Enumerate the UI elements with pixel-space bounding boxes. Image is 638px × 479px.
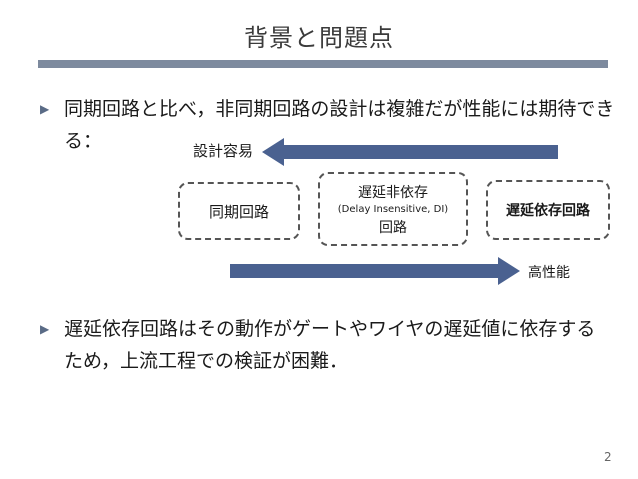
sync-circuit-label: 同期回路 [208,202,269,221]
di-circuit-label-2: (Delay Insensitive, DI) [337,203,449,215]
triangle-bullet-icon: ▶ [40,322,50,336]
di-circuit-label-3: 回路 [379,219,407,236]
bullet-item-1: ▶ 同期回路と比べ，非同期回路の設計は複雑だが性能には期待できる： [40,93,620,157]
di-circuit-box: 遅延非依存 (Delay Insensitive, DI) 回路 [318,172,468,246]
page-number: 2 [604,450,612,464]
bullet-text-2: 遅延依存回路はその動作がゲートやワイヤの遅延値に依存するため，上流工程での検証が… [64,318,596,372]
design-ease-label: 設計容易 [193,142,254,160]
high-performance-label: 高性能 [528,265,570,281]
arrow-right-icon [230,257,520,285]
bullet-text-1: 同期回路と比べ，非同期回路の設計は複雑だが性能には期待できる： [64,98,615,152]
bullet-item-2: ▶ 遅延依存回路はその動作がゲートやワイヤの遅延値に依存するため，上流工程での検… [40,313,600,377]
slide-title: 背景と問題点 [244,24,394,52]
sync-circuit-box: 同期回路 [178,182,300,240]
di-circuit-label-1: 遅延非依存 [358,184,428,201]
title-rule [38,60,608,68]
triangle-bullet-icon: ▶ [40,102,50,116]
dd-circuit-box: 遅延依存回路 [486,180,610,240]
arrow-left-icon [262,138,558,166]
dd-circuit-label: 遅延依存回路 [506,203,590,219]
